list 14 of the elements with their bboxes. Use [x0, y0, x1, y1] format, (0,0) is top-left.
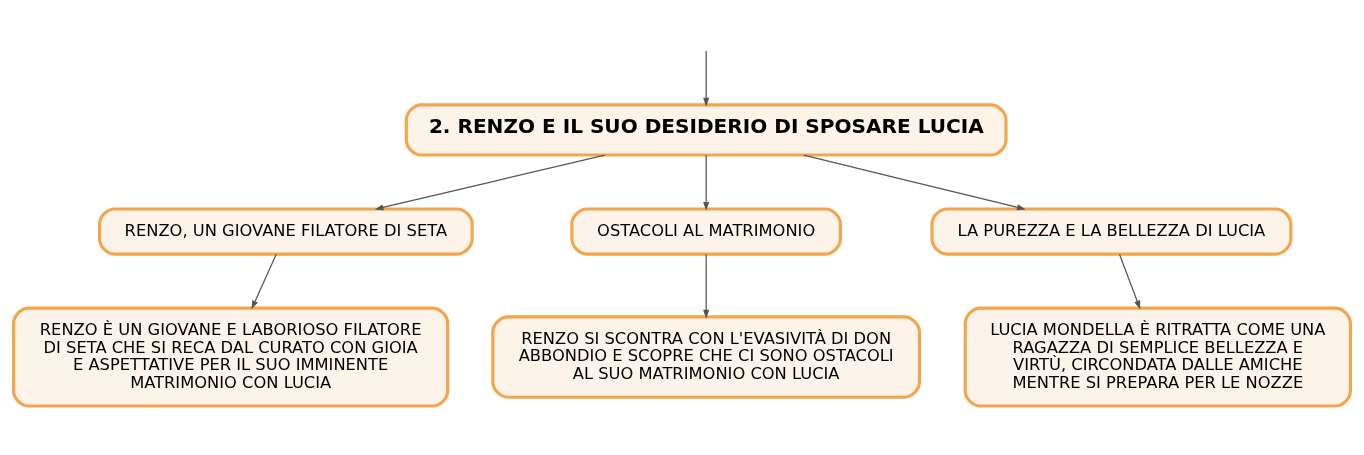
arrow	[1118, 253, 1141, 309]
node-box: 2. RENZO E IL SUO DESIDERIO DI SPOSARE LUCIA	[404, 102, 1008, 157]
arrow	[374, 153, 606, 210]
node-box: LA PUREZZA E LA BELLEZZA DI LUCIA	[930, 206, 1293, 256]
arrow	[803, 153, 1026, 210]
node-box: RENZO, UN GIOVANE FILATORE DI SETA	[97, 206, 474, 256]
arrow	[703, 49, 710, 107]
node-box: RENZO È UN GIOVANE E LABORIOSO FILATORE DI SETA CHE SI RECA DAL CURATO CON GIOIA E ASPETTATIVE PER IL SUO IMMINENTE MATRIMONIO CON LUCIA	[12, 306, 450, 408]
node-box: RENZO SI SCONTRA CON L'EVASIVITÀ DI DON ABBONDIO E SCOPRE CHE CI SONO OSTACOLI AL SUO MATRIMONIO CON LUCIA	[491, 314, 921, 399]
arrow	[703, 253, 710, 319]
node-box: LUCIA MONDELLA È RITRATTA COME UNA RAGAZZA DI SEMPLICE BELLEZZA E VIRTÙ, CIRCONDATA DALLE AMICHE MENTRE SI PREPARA PER LE NOZZE	[963, 306, 1352, 408]
arrow	[703, 154, 710, 211]
node-box: OSTACOLI AL MATRIMONIO	[570, 206, 842, 256]
arrow	[251, 253, 277, 309]
